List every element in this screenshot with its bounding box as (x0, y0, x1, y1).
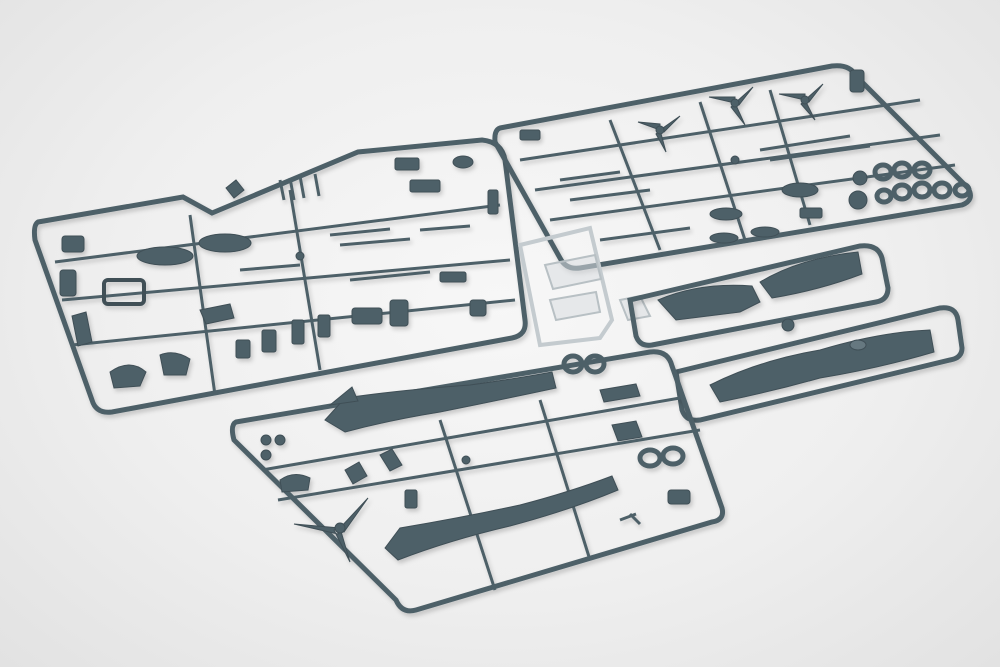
propeller-part-1 (637, 115, 681, 153)
bottom-center-fuselage-sprue (229, 349, 725, 614)
propeller-part-2 (708, 86, 754, 126)
wheel-parts (872, 160, 972, 205)
left-parts-sprue (31, 137, 528, 415)
right-lower-wing-sprue (673, 305, 965, 423)
fuselage-half-lower (384, 475, 619, 561)
right-upper-wing-sprue (627, 243, 891, 348)
wheel-parts-2 (561, 353, 686, 469)
propeller-part-3 (778, 83, 824, 121)
fuselage-half-upper (324, 371, 557, 433)
propeller-part-4 (293, 497, 369, 563)
clear-canopy-sprue (517, 225, 652, 348)
top-right-parts-sprue (492, 63, 973, 271)
